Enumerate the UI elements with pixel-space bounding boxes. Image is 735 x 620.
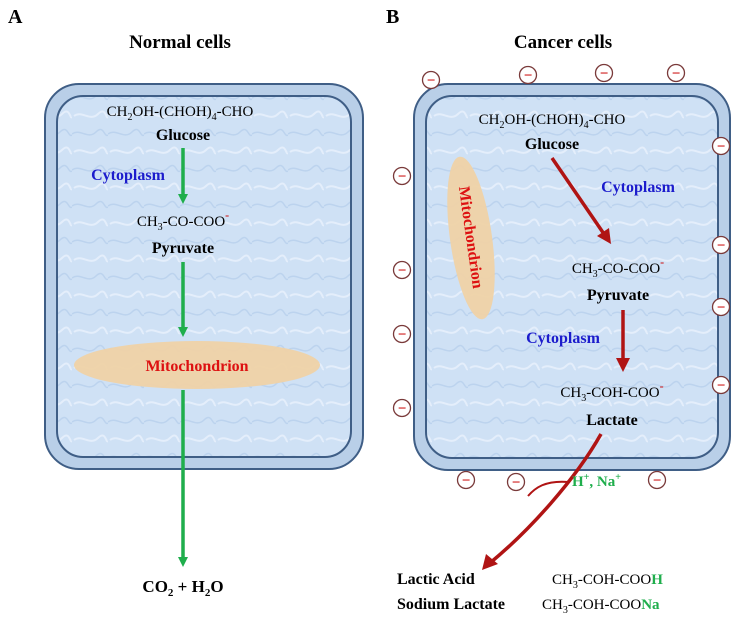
svg-text:−: − — [717, 238, 726, 254]
panel-b-letter: B — [386, 6, 399, 28]
panel-a-title: Normal cells — [129, 32, 231, 53]
svg-text:−: − — [398, 263, 407, 279]
cancer-lactate-formula: CH3-COH-COO- — [560, 379, 663, 404]
proton-release-branch — [527, 480, 570, 497]
lactic-acid-label: Lactic Acid — [397, 571, 475, 588]
negative-charge: − — [506, 472, 526, 492]
negative-charge: − — [594, 63, 614, 83]
cancer-cytoplasm-label-2: Cytoplasm — [526, 330, 600, 347]
cancer-glucose-label: Glucose — [525, 136, 579, 153]
negative-charge: − — [711, 235, 731, 255]
normal-glucose-formula: CH2OH-(CHOH)4-CHO — [107, 104, 254, 123]
svg-text:−: − — [717, 378, 726, 394]
cancer-mitochondrion: Mitochondrion — [447, 156, 495, 320]
negative-charge: − — [518, 65, 538, 85]
cancer-arrow-glucose-pyruvate — [550, 157, 611, 244]
panel-a-letter: A — [8, 6, 23, 28]
normal-pyruvate-label: Pyruvate — [152, 240, 214, 257]
cancer-glucose-formula: CH2OH-(CHOH)4-CHO — [479, 112, 626, 131]
ion-labels: H+, Na+ — [572, 472, 621, 490]
svg-text:−: − — [398, 327, 407, 343]
cancer-mitochondrion-shape — [447, 156, 495, 320]
svg-text:−: − — [398, 401, 407, 417]
svg-text:−: − — [653, 473, 662, 489]
cancer-pyruvate-formula: CH3-CO-COO- — [572, 255, 664, 280]
normal-cytoplasm-label: Cytoplasm — [91, 167, 165, 184]
svg-text:−: − — [512, 475, 521, 491]
cancer-cytoplasm-label-1: Cytoplasm — [601, 179, 675, 196]
negative-charge: − — [392, 324, 412, 344]
svg-text:−: − — [717, 139, 726, 155]
normal-products: CO2 + H2O — [142, 577, 223, 599]
negative-charge: − — [421, 70, 441, 90]
cancer-cell — [413, 83, 731, 471]
negative-charge: − — [392, 398, 412, 418]
negative-charge: − — [456, 470, 476, 490]
svg-text:−: − — [672, 66, 681, 82]
negative-charge: − — [392, 260, 412, 280]
lactic-acid-formula: CH3-COH-COOH — [552, 572, 663, 591]
cancer-lactate-label: Lactate — [586, 412, 638, 429]
negative-charge: − — [666, 63, 686, 83]
normal-mitochondrion-label: Mitochondrion — [145, 358, 248, 375]
negative-charge: − — [711, 375, 731, 395]
svg-text:−: − — [600, 66, 609, 82]
normal-cell-cytoplasm — [56, 95, 352, 458]
negative-charge: − — [711, 136, 731, 156]
svg-text:−: − — [462, 473, 471, 489]
normal-glucose-label: Glucose — [156, 127, 210, 144]
cancer-arrow-pyruvate-lactate — [616, 310, 630, 372]
normal-pyruvate-formula: CH3-CO-COO- — [137, 208, 229, 233]
negative-charge: − — [647, 470, 667, 490]
negative-charge: − — [711, 297, 731, 317]
svg-text:−: − — [398, 169, 407, 185]
cancer-arrow-lactate-export — [482, 433, 603, 570]
svg-text:−: − — [524, 68, 533, 84]
svg-text:−: − — [717, 300, 726, 316]
negative-charge: − — [392, 166, 412, 186]
svg-text:−: − — [427, 73, 436, 89]
sodium-lactate-label: Sodium Lactate — [397, 596, 505, 613]
cancer-cell-cytoplasm — [425, 95, 719, 459]
cancer-pyruvate-label: Pyruvate — [587, 287, 649, 304]
normal-mitochondrion — [74, 341, 320, 389]
sodium-lactate-formula: CH3-COH-COONa — [542, 597, 660, 616]
panel-b-title: Cancer cells — [514, 32, 612, 53]
